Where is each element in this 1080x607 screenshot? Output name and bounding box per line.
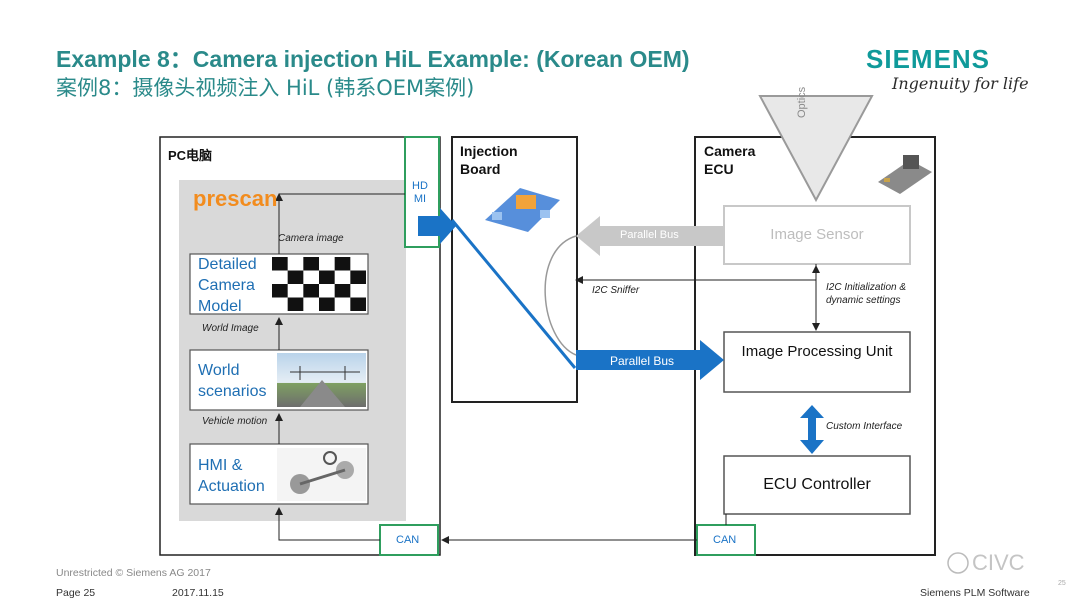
hdmi-label: HD MI [412, 180, 428, 205]
camera-device-illustration [878, 155, 932, 194]
checker-square [350, 270, 366, 284]
can-pc-box [379, 524, 439, 556]
checker-square [334, 257, 351, 271]
actuation-image [277, 448, 366, 501]
vehicle-motion-label: Vehicle motion [202, 416, 268, 427]
watermark: CIVC [972, 550, 1025, 575]
prescan-logo: prescan [193, 186, 278, 211]
checker-square [319, 297, 335, 311]
parallel-bus-top-arrow [576, 216, 724, 256]
footer-date: 2017.11.15 [172, 587, 224, 599]
checker-square [287, 270, 304, 284]
optics-label: Optics [796, 86, 808, 118]
footer-slide-number: 25 [1058, 580, 1066, 587]
parallel-bus-bottom-label: Parallel Bus [610, 354, 675, 368]
pc-label: PC电脑 [168, 148, 213, 163]
parallel-bus-bottom-arrow [576, 340, 724, 380]
checker-square [334, 284, 351, 298]
image-sensor-box [723, 205, 911, 265]
ipu-box [723, 331, 911, 393]
can-pc-label: CAN [396, 534, 420, 546]
ecu-controller-box [723, 455, 911, 515]
injection-board-illustration [485, 188, 560, 232]
i2c-sniffer-label: I2C Sniffer [592, 285, 640, 296]
world-image-label: World Image [202, 323, 259, 334]
checker-square [287, 297, 304, 311]
injection-board-box [451, 136, 578, 403]
checker-square [350, 297, 366, 311]
camera-ecu-label: Camera ECU [704, 143, 756, 177]
image-sensor-label: Image Sensor [770, 226, 864, 243]
footer-company: Siemens PLM Software [920, 587, 1030, 599]
injection-board-label: Injection Board [460, 143, 518, 177]
checker-square [303, 284, 319, 298]
i2c-init-label: I2C Initialization & dynamic settings [826, 282, 907, 306]
camera-image-label: Camera image [278, 233, 344, 244]
siemens-logo: SIEMENS [866, 44, 991, 74]
slide-title-en: Example 8：Camera injection HiL Example: … [56, 46, 690, 72]
parallel-bus-top-label: Parallel Bus [620, 229, 679, 241]
footer-page: Page 25 [56, 587, 96, 599]
optics-triangle [758, 95, 874, 203]
checker-square [303, 257, 319, 271]
slide-title-cn: 案例8：摄像头视频注入 HiL (韩系OEM案例) [56, 76, 475, 100]
ipu-label: Image Processing Unit [741, 343, 893, 360]
custom-interface-arrow [800, 405, 824, 454]
tagline: Ingenuity for life [892, 74, 1029, 93]
custom-interface-label: Custom Interface [826, 421, 903, 432]
road-scene-image [277, 353, 366, 407]
footer-restriction: Unrestricted © Siemens AG 2017 [56, 567, 211, 579]
hmi-actuation-label: HMI & Actuation [198, 457, 265, 495]
world-scenarios-label: World scenarios [198, 362, 267, 400]
checkerboard-image [272, 257, 366, 311]
checker-square [319, 270, 335, 284]
detailed-camera-model-label: Detailed Camera Model [198, 256, 257, 315]
ecu-controller-label: ECU Controller [763, 476, 871, 493]
can-ecu-label: CAN [713, 534, 737, 546]
hdmi-arrow [418, 208, 456, 244]
checker-square [272, 284, 288, 298]
checker-square [272, 257, 288, 271]
